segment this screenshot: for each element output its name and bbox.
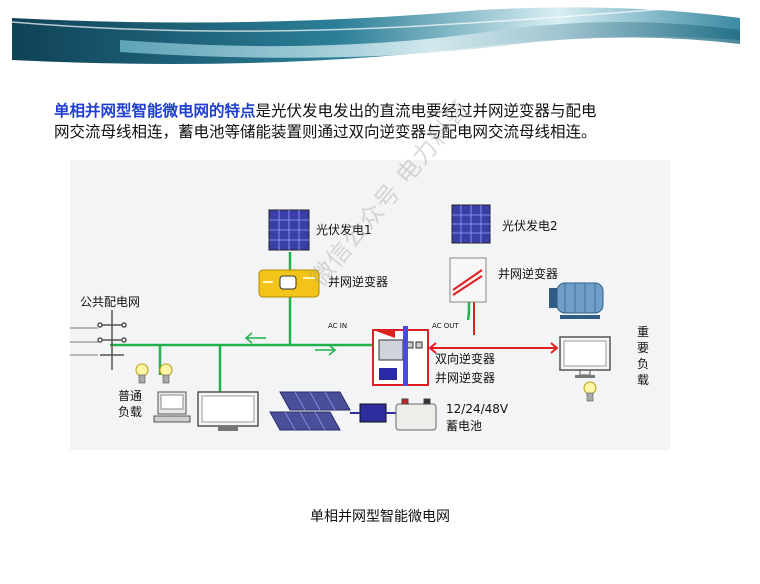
battery-voltage-label: 12/24/48V xyxy=(446,402,509,416)
intro-highlight: 单相并网型智能微电网的特点 xyxy=(54,101,256,120)
normal-load-label-1: 普通 xyxy=(118,389,142,403)
pv-panel-2-icon xyxy=(451,204,491,244)
grid-label: 公共配电网 xyxy=(80,295,140,309)
inverter2-label: 并网逆变器 xyxy=(498,266,558,281)
ac-out-label: AC OUT xyxy=(432,322,459,330)
charge-controller-icon xyxy=(350,403,396,423)
normal-load-label-2: 负载 xyxy=(118,405,142,419)
critical-load-label-3: 负 xyxy=(637,357,649,371)
critical-load-label-1: 重 xyxy=(637,325,649,339)
intro-line2: 网交流母线相连，蓄电池等储能装置则通过双向逆变器与配电网交流母线相连。 xyxy=(54,123,597,141)
diagram-caption: 单相并网型智能微电网 xyxy=(310,509,450,525)
inverter1-label: 并网逆变器 xyxy=(328,274,388,289)
grid-inverter-label: 并网逆变器 xyxy=(435,370,495,385)
grid-inverter-1-icon xyxy=(258,269,320,298)
ac-in-label: AC IN xyxy=(328,322,347,330)
battery-icon xyxy=(395,398,437,431)
microgrid-diagram: 光伏发电1 光伏发电2 并网逆变器 并网逆变器 公共配电网 xyxy=(70,160,670,450)
bidirectional-inverter-icon xyxy=(372,326,429,386)
grid-inverter-2-icon xyxy=(449,257,487,303)
critical-load-label-2: 要 xyxy=(637,341,649,355)
critical-load-label-4: 载 xyxy=(637,373,649,387)
normal-load-monitor-icon xyxy=(197,391,259,431)
solar-array-icon xyxy=(269,391,351,431)
desktop-pc-icon xyxy=(153,391,191,423)
pv2-label: 光伏发电2 xyxy=(502,218,558,233)
intro-line1: 是光伏发电发出的直流电要经过并网逆变器与配电 xyxy=(255,102,597,120)
intro-paragraph: 单相并网型智能微电网的特点是光伏发电发出的直流电要经过并网逆变器与配电 网交流母… xyxy=(54,100,714,143)
top-banner xyxy=(11,5,740,65)
critical-load-bulb-icon xyxy=(583,381,597,402)
critical-load-monitor-icon xyxy=(559,336,611,378)
battery-label: 蓄电池 xyxy=(446,419,482,433)
pv-panel-1-icon xyxy=(268,209,310,251)
utility-pole-icon xyxy=(70,310,127,370)
bidir-inverter-label: 双向逆变器 xyxy=(435,351,495,366)
motor-icon xyxy=(549,282,604,319)
pv1-label: 光伏发电1 xyxy=(316,222,372,237)
normal-load-bulbs-icon xyxy=(135,363,173,384)
